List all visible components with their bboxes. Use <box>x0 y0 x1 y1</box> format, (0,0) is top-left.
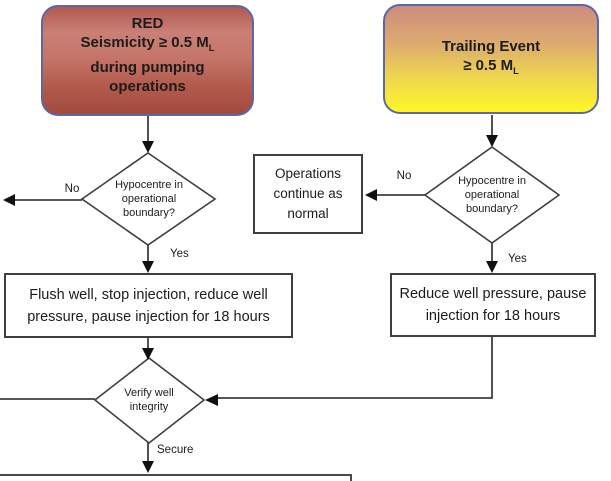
edge-label-yes-right: Yes <box>508 253 527 265</box>
right-decision-text: Hypocentre in operational boundary? <box>432 174 552 216</box>
decision-shapes <box>80 146 561 445</box>
decision-diamond-right-hypocentre <box>423 146 561 244</box>
operations-line1: Operations <box>274 166 342 181</box>
operations-line2: continue as <box>273 186 343 201</box>
arrowhead-down-reduce-box <box>486 261 498 273</box>
verify-decision-line1: Verify well <box>124 387 174 399</box>
edge-label-no-right: No <box>396 170 412 182</box>
flush-well-line1: Flush well, stop injection, reduce well <box>29 286 268 303</box>
trailing-event-title: Trailing Event <box>441 38 541 55</box>
trailing-event-magnitude: ≥ 0.5 ML <box>463 56 519 81</box>
arrowheads <box>3 135 498 473</box>
left-decision-line1: Hypocentre in <box>115 179 183 191</box>
verify-decision-line2: integrity <box>129 401 169 413</box>
right-decision-line2: operational <box>464 189 520 201</box>
arrowhead-down-right-decision <box>486 135 498 147</box>
arrowhead-down-verify-diamond <box>142 348 154 360</box>
node-bottom-partial <box>0 474 352 481</box>
left-decision-line2: operational <box>121 193 177 205</box>
right-decision-line3: boundary? <box>466 203 518 215</box>
arrowhead-down-left-decision <box>142 141 154 153</box>
trailing-event-magnitude-subscript: L <box>513 66 519 76</box>
left-decision-text: Hypocentre in operational boundary? <box>89 178 209 220</box>
edge-reduce-to-verify-elbow <box>218 337 493 399</box>
arrowhead-left-operations-box <box>365 189 377 201</box>
arrowhead-left-verify-diamond <box>205 394 218 406</box>
reduce-pressure-line1: Reduce well pressure, pause <box>399 286 587 302</box>
node-reduce-pressure-action: Reduce well pressure, pause injection fo… <box>390 273 596 337</box>
node-trailing-event: Trailing Event ≥ 0.5 ML <box>383 4 599 114</box>
verify-decision-text: Verify well integrity <box>99 386 199 414</box>
node-flush-well-action: Flush well, stop injection, reduce well … <box>4 273 293 338</box>
reduce-pressure-line2: injection for 18 hours <box>425 308 561 324</box>
arrowhead-down-bottom-box <box>142 461 154 473</box>
flush-well-line2: pressure, pause injection for 18 hours <box>27 308 270 325</box>
left-decision-line3: boundary? <box>123 207 175 219</box>
trailing-event-magnitude-text: ≥ 0.5 M <box>463 57 514 74</box>
red-event-title: RED <box>131 14 164 32</box>
operations-line3: normal <box>287 206 329 221</box>
edge-label-secure: Secure <box>157 444 194 456</box>
node-red-seismicity-event: RED Seismicity ≥ 0.5 ML during pumping o… <box>41 5 254 116</box>
arrowhead-down-flush-box <box>142 261 154 273</box>
edges <box>0 115 493 462</box>
red-event-magnitude: Seismicity ≥ 0.5 ML <box>81 33 215 58</box>
red-event-line4: operations <box>109 77 186 95</box>
red-event-line3: during pumping <box>90 58 205 76</box>
node-operations-continue: Operations continue as normal <box>253 154 363 234</box>
edge-label-yes-left: Yes <box>170 248 189 260</box>
red-event-magnitude-text: Seismicity ≥ 0.5 M <box>80 33 209 51</box>
right-decision-line1: Hypocentre in <box>458 175 526 187</box>
decision-diamond-verify-integrity <box>93 356 206 445</box>
edge-label-no-left: No <box>64 183 80 195</box>
decision-diamond-left-hypocentre <box>80 152 217 246</box>
arrowhead-left-offscreen <box>3 194 15 206</box>
red-event-magnitude-subscript: L <box>208 42 215 53</box>
